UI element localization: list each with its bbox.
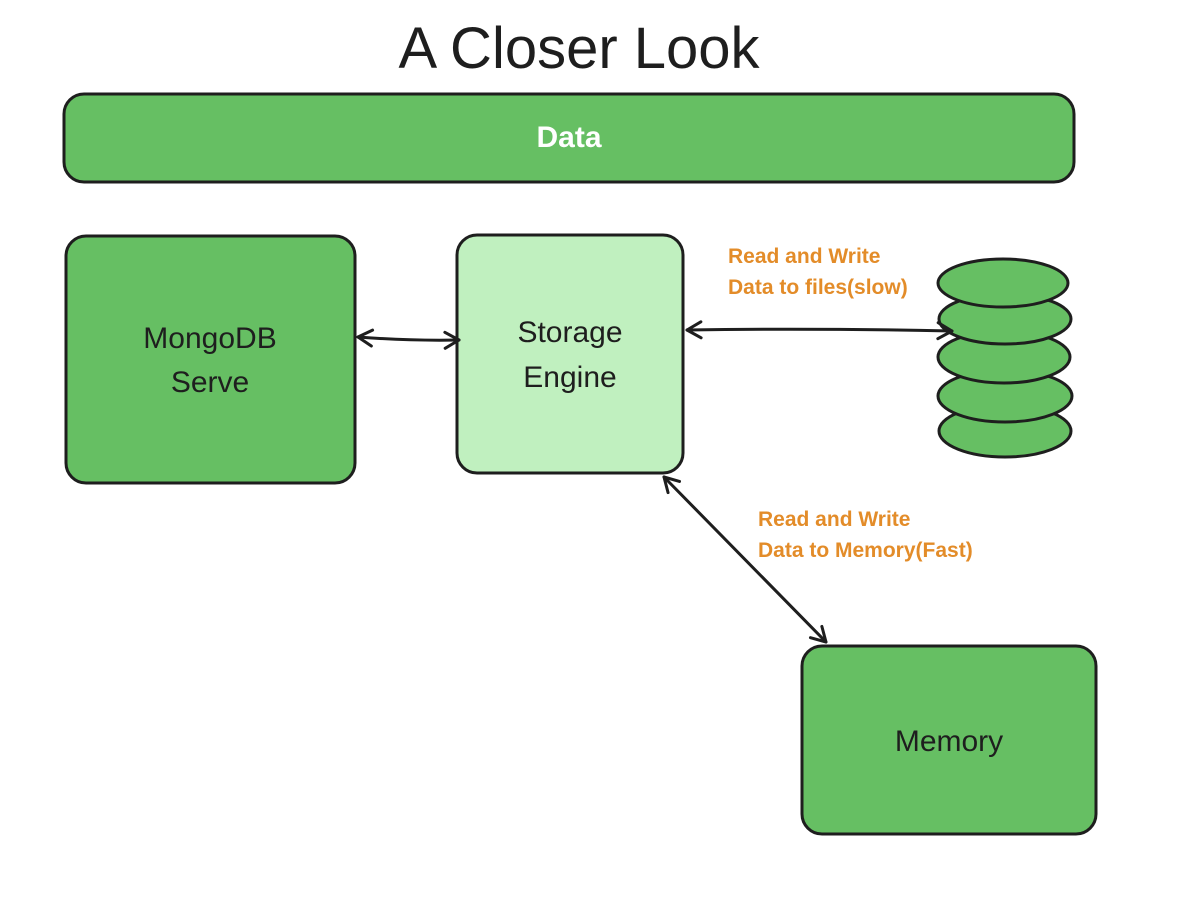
files-annotation-line-1: Read and Write (728, 245, 880, 268)
mongodb-server-label-line-1: MongoDB (143, 322, 276, 355)
arrow-server-storage (356, 328, 461, 350)
files-annotation-line-2: Data to files(slow) (728, 276, 908, 299)
arrow-storage-disk (685, 320, 954, 341)
files-annotation: Read and Write Data to files(slow) (728, 245, 908, 299)
mongodb-server-shape (64, 234, 357, 485)
database-stack-icon (936, 257, 1074, 459)
data-banner-shape (62, 92, 1076, 184)
mongodb-server-label-line-2: Serve (171, 366, 249, 399)
data-banner: Data (62, 92, 1076, 184)
arrow-storage-memory (662, 475, 828, 644)
disk-layer-1 (936, 257, 1070, 309)
memory-shape (800, 644, 1098, 836)
storage-engine-label-line-2: Engine (523, 361, 616, 394)
diagram-title: A Closer Look (398, 16, 760, 81)
memory-annotation-line-2: Data to Memory(Fast) (758, 539, 973, 562)
memory-annotation-line-1: Read and Write (758, 508, 910, 531)
storage-engine-shape (455, 233, 685, 475)
memory-label: Memory (895, 725, 1003, 758)
storage-engine-node: Storage Engine (455, 233, 685, 475)
memory-annotation: Read and Write Data to Memory(Fast) (758, 508, 973, 562)
mongodb-server-node: MongoDB Serve (64, 234, 357, 485)
storage-engine-label-line-1: Storage (517, 316, 622, 349)
data-banner-label: Data (536, 121, 601, 154)
memory-node: Memory (800, 644, 1098, 836)
